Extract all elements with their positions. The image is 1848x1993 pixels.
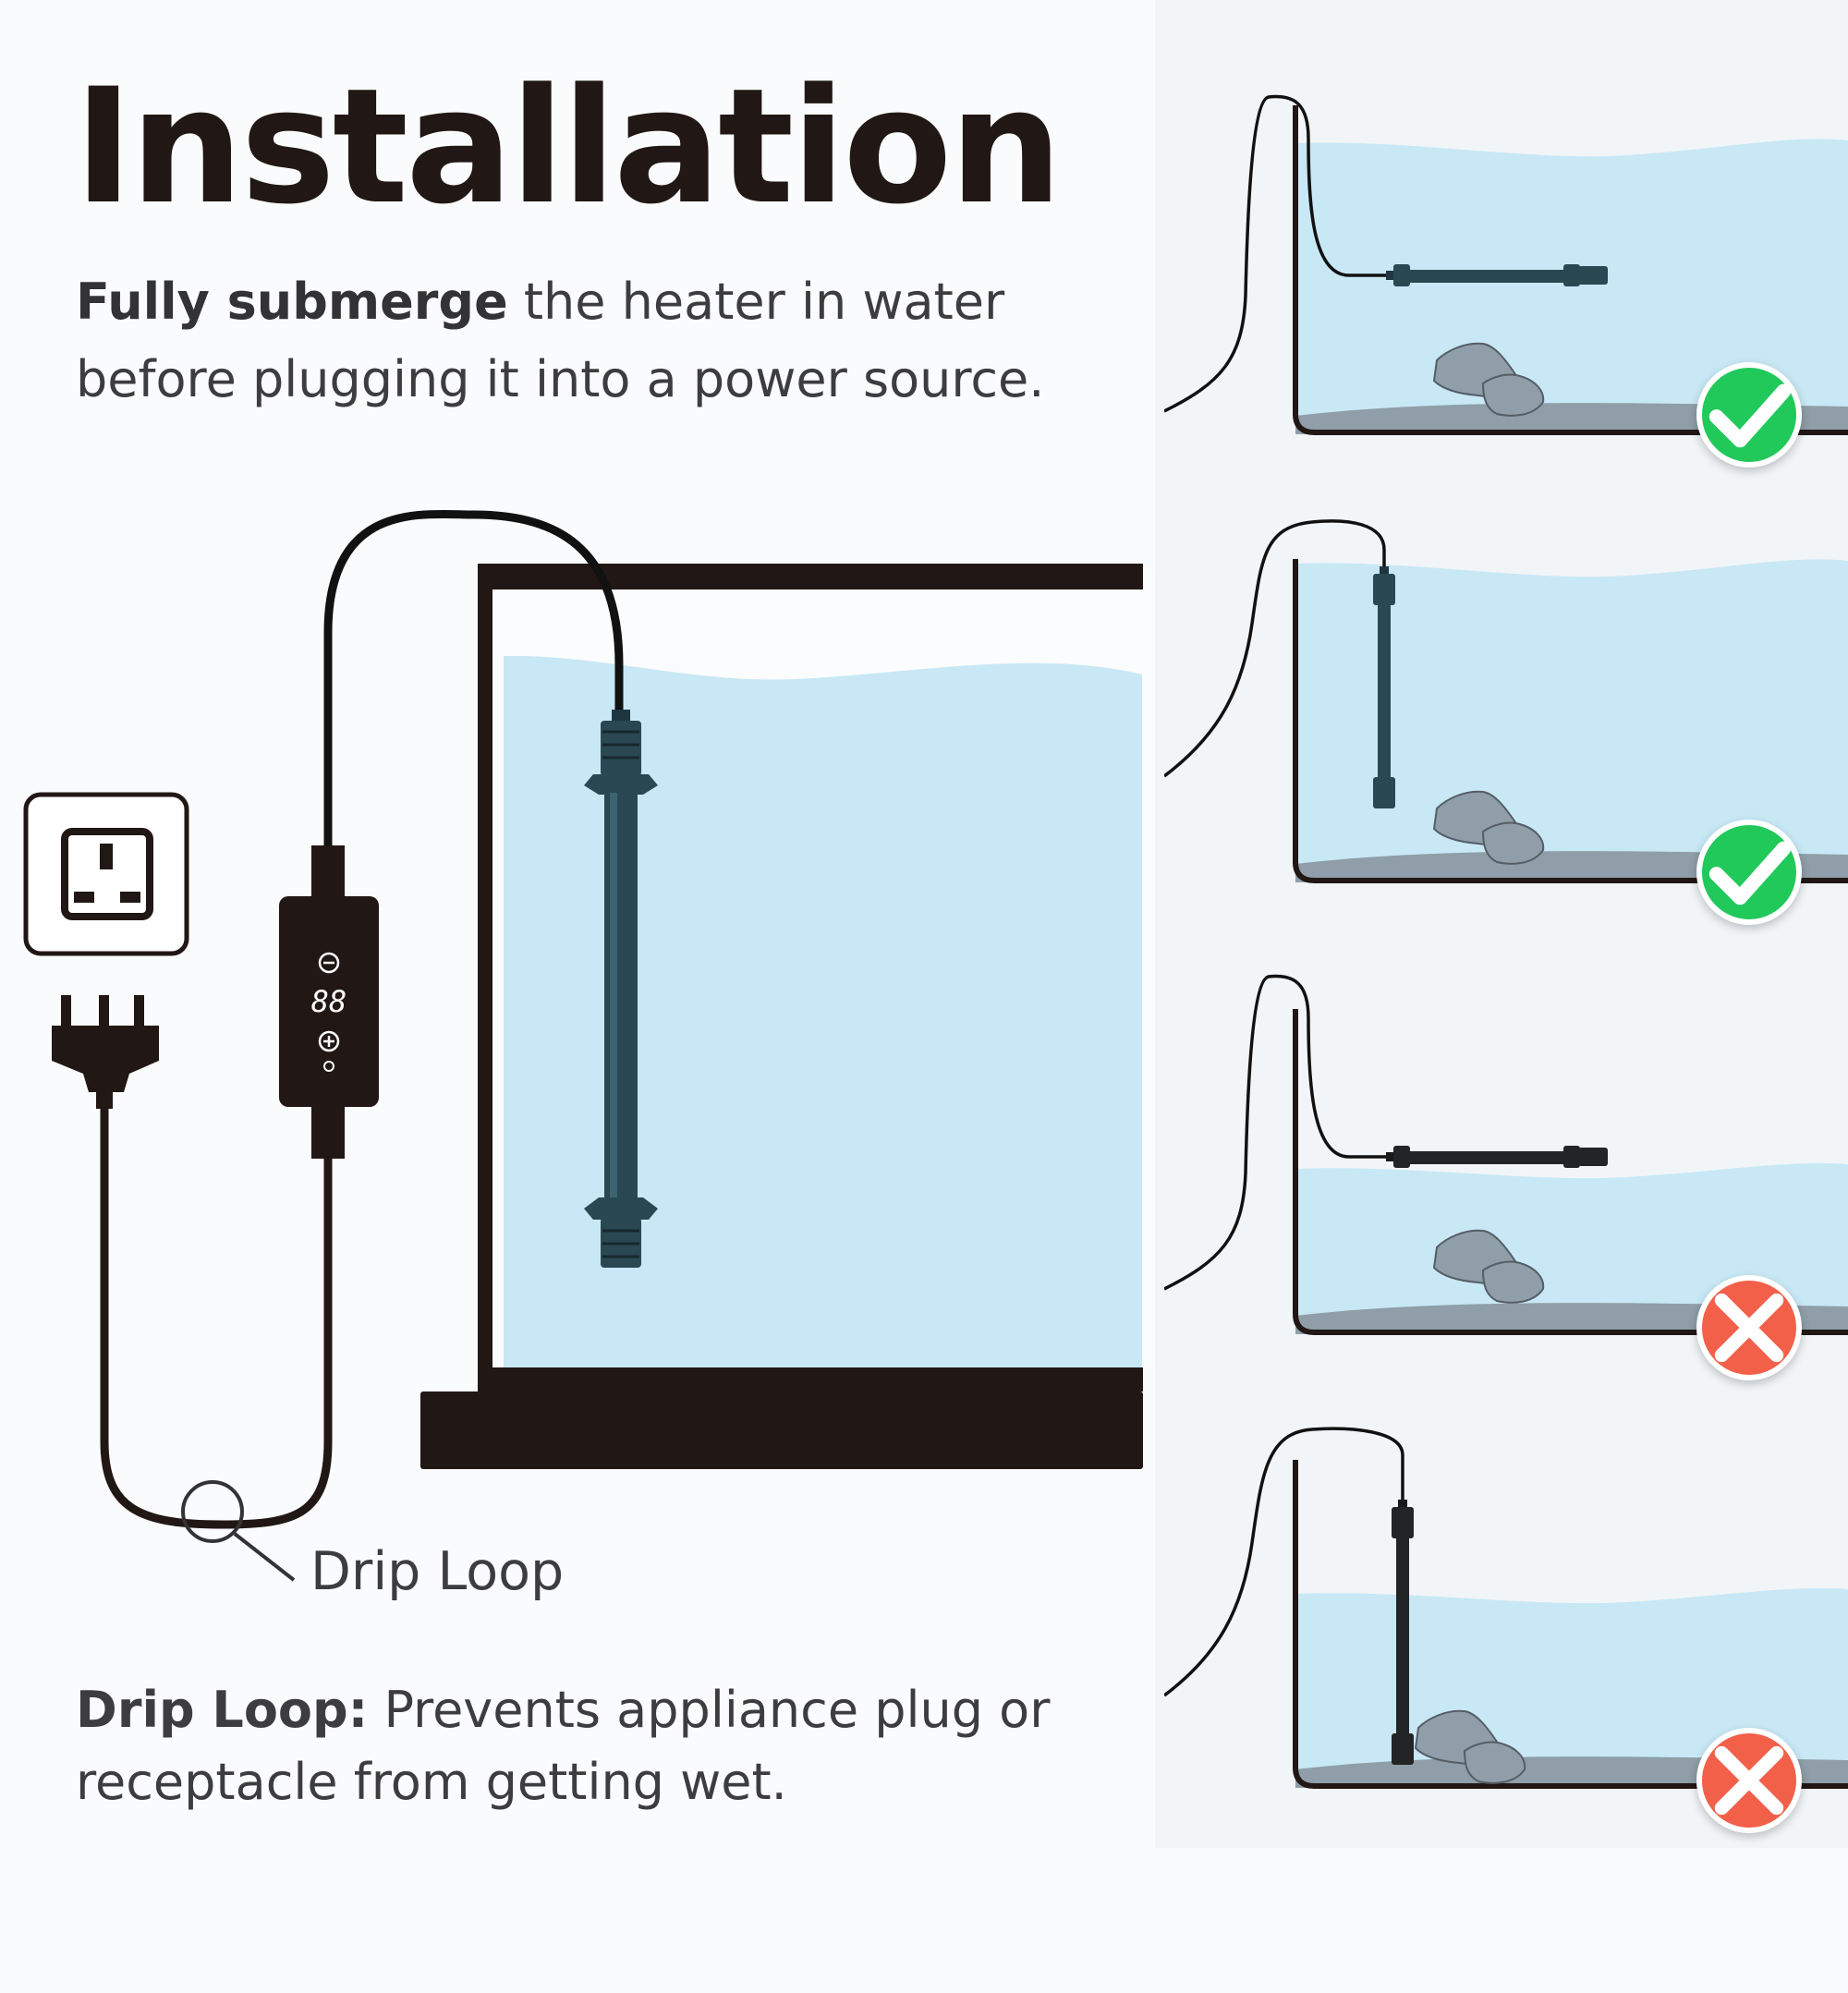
scenario-vertical-submerged: [1164, 504, 1848, 929]
heater-vertical: [1373, 566, 1395, 808]
minus-button-icon: [318, 952, 340, 974]
drip-loop-note-title: Drip Loop:: [76, 1681, 369, 1739]
heater-vertical-partial: [1392, 1500, 1414, 1765]
instruction-rest: the heater in water before plugging it i…: [76, 273, 1045, 408]
indicator-light-icon: [323, 1061, 334, 1072]
power-cord: [323, 509, 624, 853]
cross-icon: [1714, 1293, 1784, 1363]
check-badge: [1696, 820, 1802, 925]
instruction-text: Fully submerge the heater in water befor…: [76, 263, 1148, 419]
cross-badge: [1696, 1275, 1802, 1380]
plug-cord: [100, 1093, 333, 1529]
drip-loop-note-text: Prevents appliance plug or receptacle fr…: [76, 1681, 1051, 1811]
water: [504, 655, 1142, 1369]
check-badge: [1696, 362, 1802, 468]
uk-plug-icon: [52, 995, 159, 1109]
aquarium-tank: [420, 564, 1155, 1469]
scenario-vertical-not-submerged: [1164, 1414, 1848, 1839]
drip-loop-pointer: [233, 1532, 296, 1582]
check-icon: [1708, 383, 1792, 448]
cross-icon: [1714, 1745, 1784, 1816]
cross-badge: [1696, 1728, 1802, 1833]
heater-horizontal-dry: [1386, 1146, 1608, 1168]
main-illustration: 88: [23, 509, 1155, 1582]
page-title: Installation: [74, 54, 1063, 239]
wall-socket-icon: [23, 792, 189, 956]
check-icon: [1708, 841, 1792, 905]
drip-loop-marker: [181, 1480, 244, 1543]
controller-display: 88: [311, 984, 347, 1019]
heater-horizontal: [1386, 264, 1608, 286]
heater-main: [584, 710, 658, 1268]
drip-loop-note: Drip Loop: Prevents appliance plug or re…: [76, 1674, 1148, 1818]
scenario-horizontal-not-submerged: [1164, 961, 1848, 1386]
scenario-horizontal-submerged: [1164, 83, 1848, 508]
instruction-emphasis: Fully submerge: [76, 273, 508, 331]
plus-button-icon: [318, 1030, 340, 1052]
temperature-controller: 88: [279, 845, 379, 1159]
drip-loop-label: Drip Loop: [310, 1541, 565, 1602]
